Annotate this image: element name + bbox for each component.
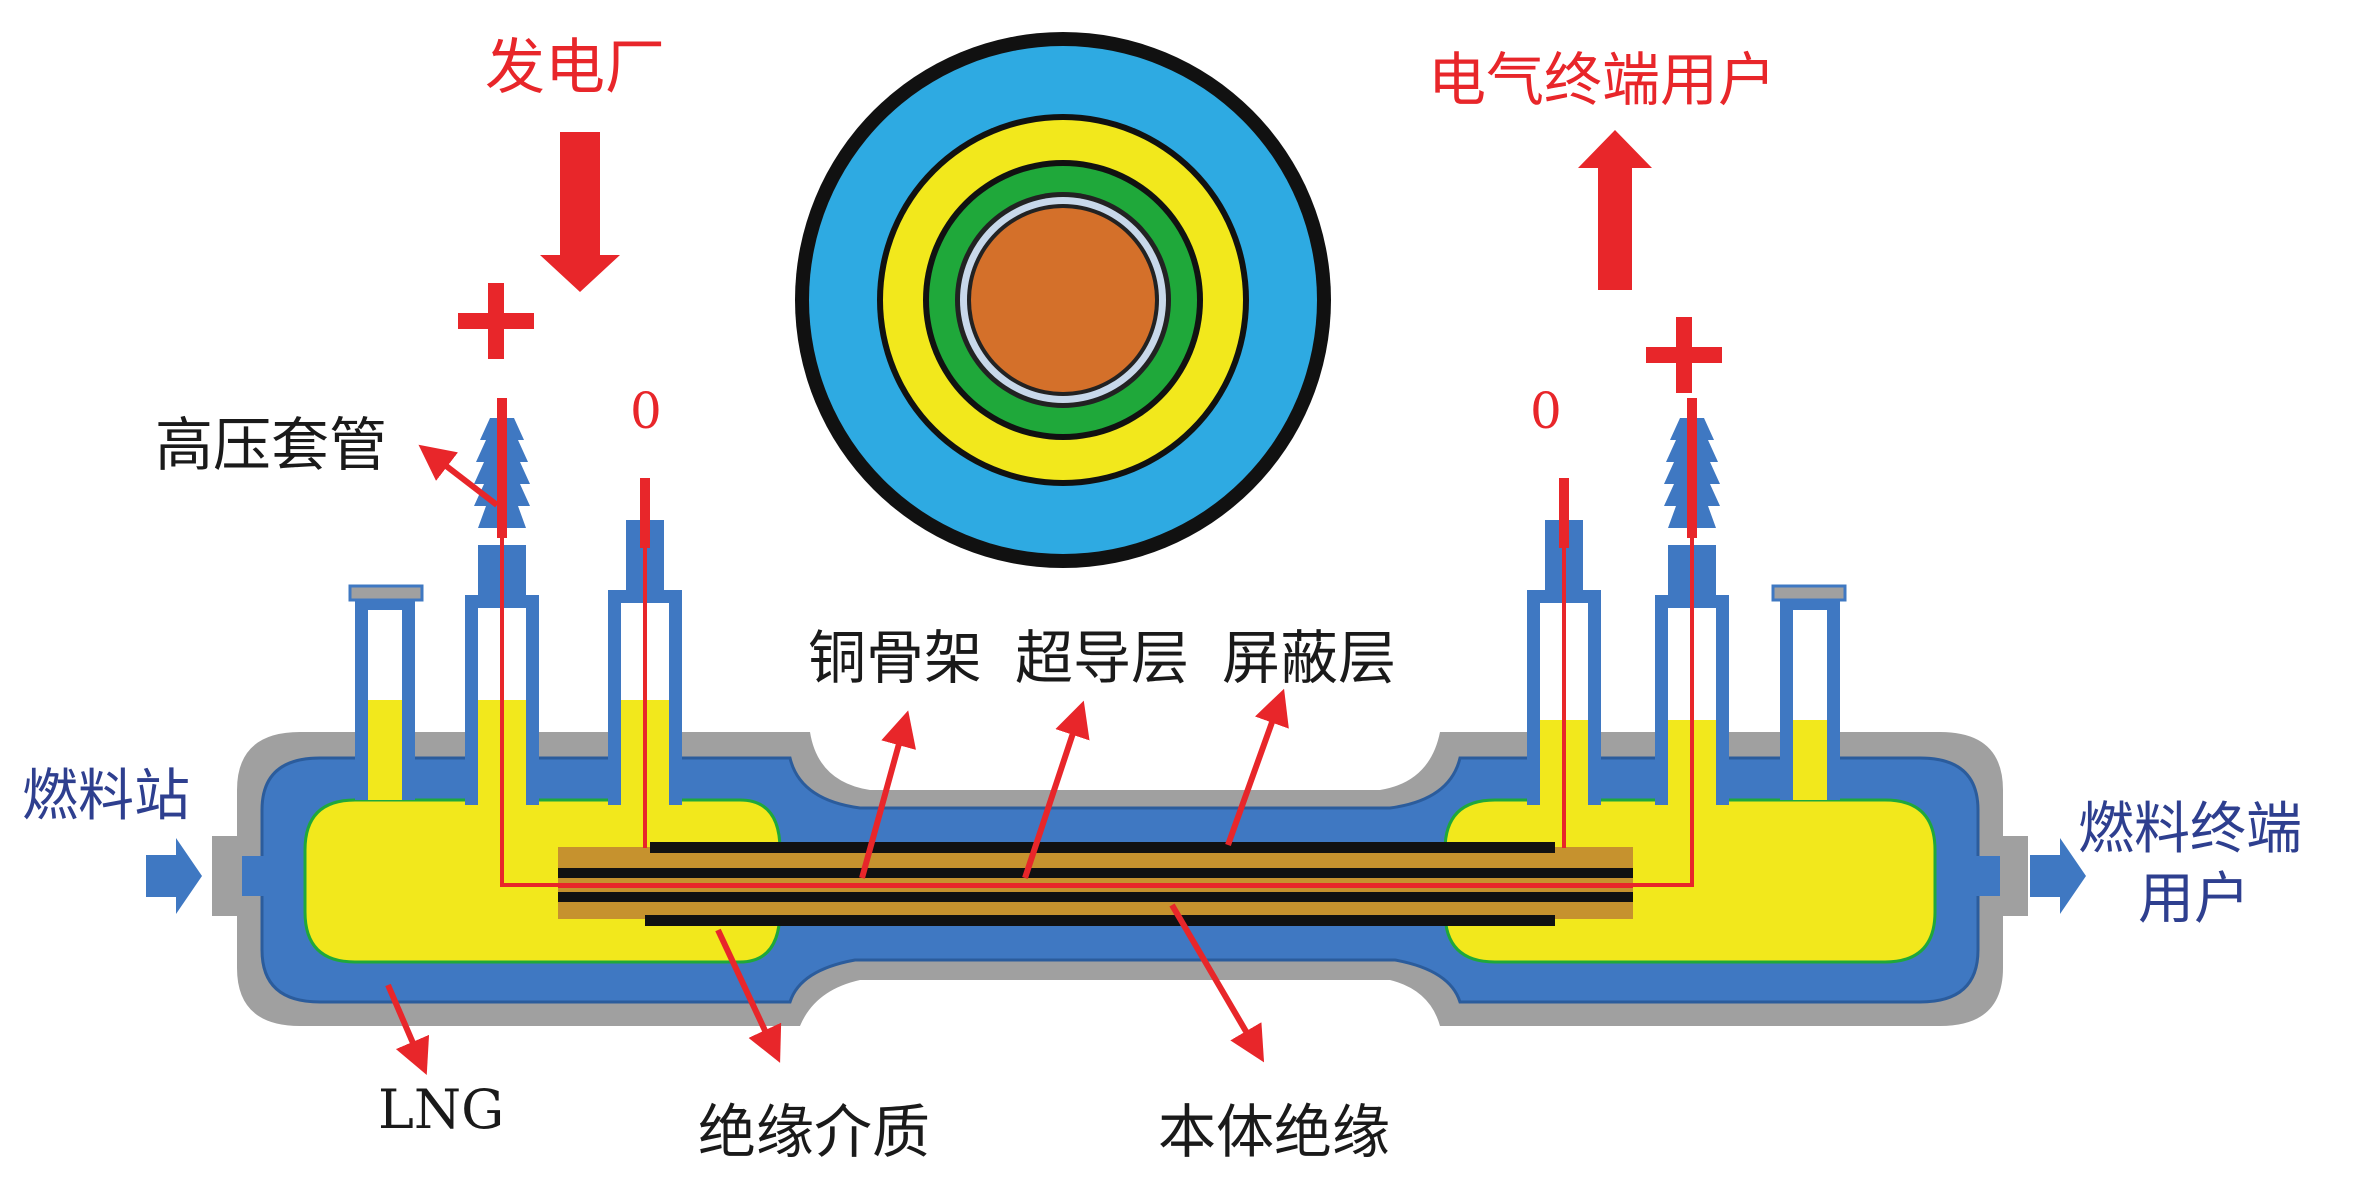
callout-arrows bbox=[385, 444, 1289, 1076]
left-inlet-pipe bbox=[242, 856, 267, 896]
cable-cross-section bbox=[795, 32, 1331, 568]
sc-layer-top bbox=[558, 868, 1633, 878]
plus-signs bbox=[458, 283, 1722, 393]
right-outlet-pipe bbox=[1975, 856, 2000, 896]
fuel-out-arrow bbox=[2030, 838, 2086, 914]
right-ports bbox=[1527, 418, 1847, 805]
right-outlet-flange bbox=[1998, 836, 2028, 916]
body-insulation-label: 本体绝缘 bbox=[1158, 1098, 1390, 1166]
power-plant-label: 发电厂 bbox=[485, 33, 665, 103]
conductor-leads bbox=[497, 398, 1697, 887]
text-labels: 发电厂 电气终端用户 高压套管 0 0 燃料站 燃料终端 用户 铜骨架 超导层 … bbox=[22, 33, 2302, 1166]
copper-former-line bbox=[558, 883, 1633, 888]
fuel-end-user-label-line1: 燃料终端 bbox=[2078, 797, 2302, 862]
hv-bushing-label: 高压套管 bbox=[155, 411, 387, 479]
superconducting-layer-label: 超导层 bbox=[1015, 624, 1189, 692]
lng-label: LNG bbox=[378, 1078, 504, 1141]
fuel-in-arrow bbox=[146, 838, 202, 914]
power-out-arrow bbox=[1578, 130, 1652, 290]
fuel-end-user-label-line2: 用户 bbox=[2138, 867, 2250, 932]
sc-layer-bottom bbox=[558, 892, 1633, 902]
insulating-medium-label: 绝缘介质 bbox=[698, 1098, 930, 1166]
cable-body bbox=[558, 842, 1633, 926]
copper-former-label: 铜骨架 bbox=[808, 624, 982, 692]
shield-layer-label: 屏蔽层 bbox=[1222, 624, 1396, 692]
fuel-station-label: 燃料站 bbox=[22, 764, 190, 829]
left-ports bbox=[348, 418, 682, 805]
electric-end-user-label: 电气终端用户 bbox=[1428, 46, 1776, 114]
shield-layer-bottom bbox=[645, 915, 1555, 926]
shield-layer-top bbox=[650, 842, 1555, 853]
zero-potential-left-label: 0 bbox=[630, 382, 662, 440]
left-inlet-flange bbox=[212, 836, 242, 916]
power-in-arrow bbox=[540, 132, 620, 292]
zero-potential-right-label: 0 bbox=[1530, 382, 1562, 440]
